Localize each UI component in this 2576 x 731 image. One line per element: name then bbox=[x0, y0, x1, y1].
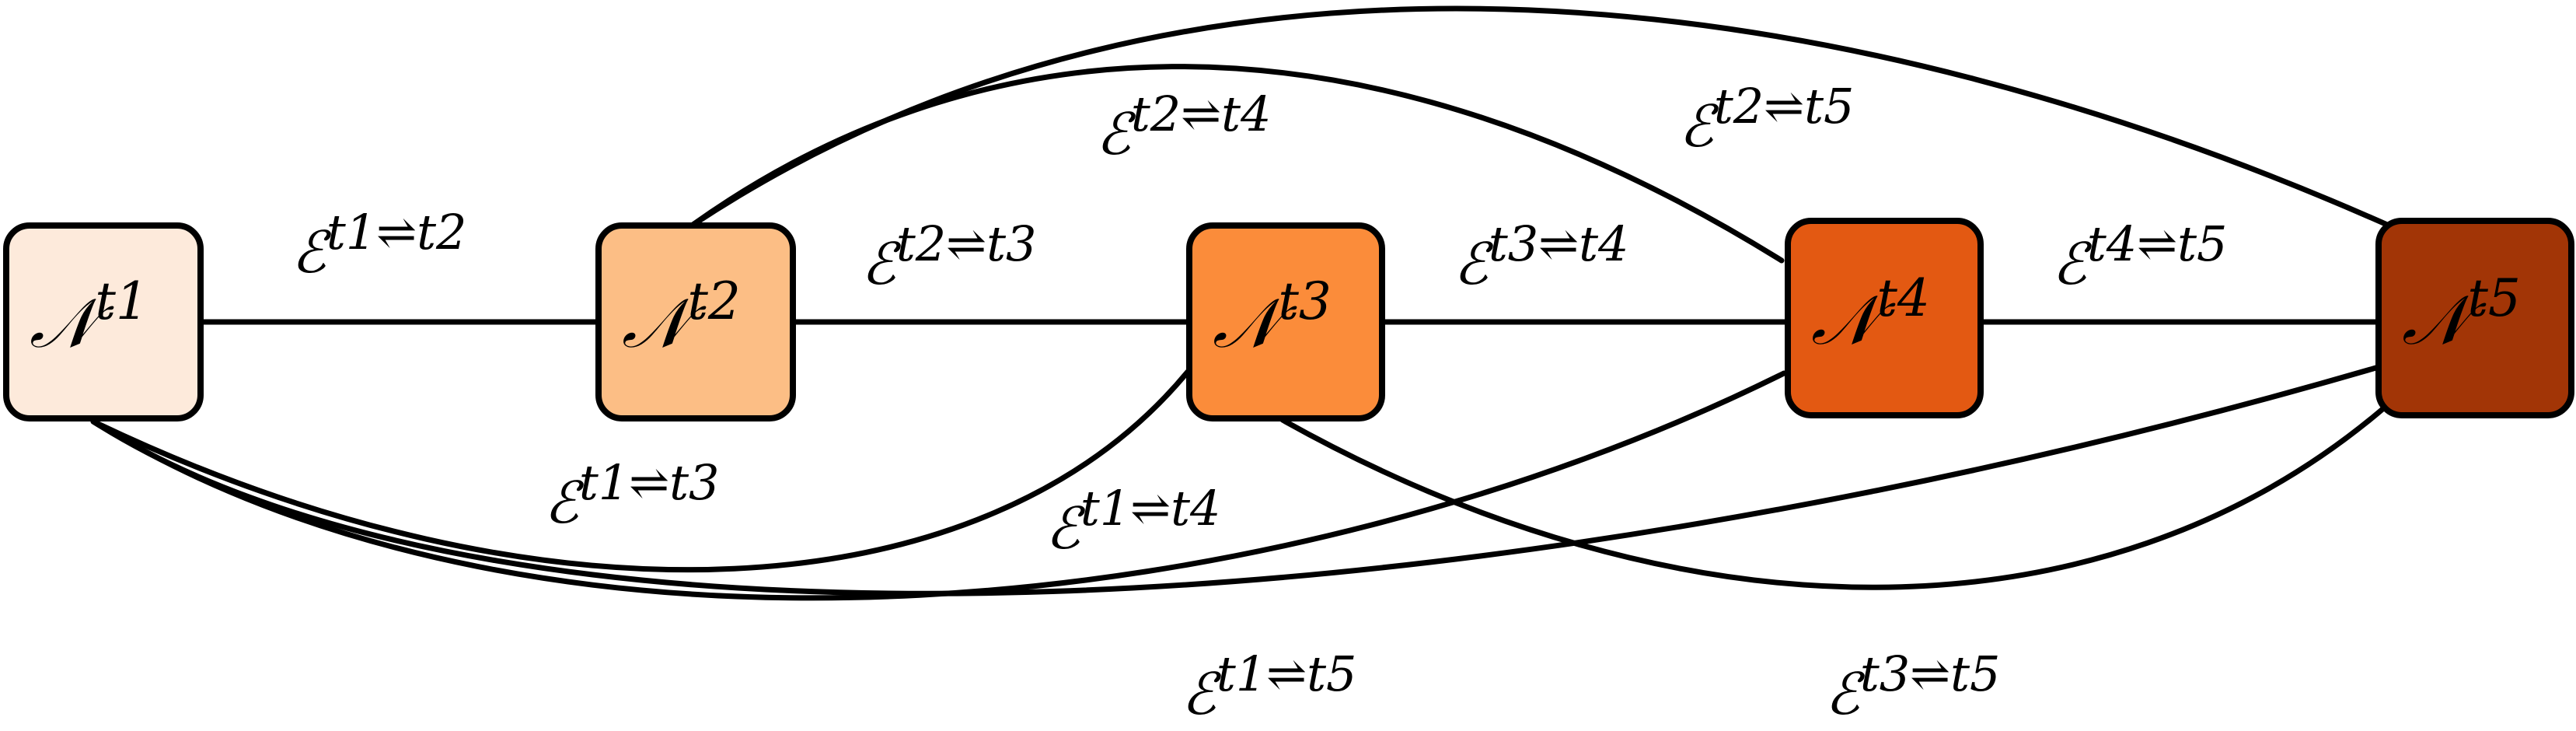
node-t5: 𝒩t5 bbox=[2375, 218, 2574, 418]
edge-t1-t5 bbox=[90, 364, 2382, 596]
edge-label-t1-t5: ℰt1⇌t5 bbox=[1182, 645, 1356, 728]
edge-label-t1-t4: ℰt1⇌t4 bbox=[1045, 480, 1220, 562]
edge-t2-t5 bbox=[689, 5, 2397, 231]
node-t3-label: 𝒩t3 bbox=[1213, 271, 1332, 363]
edge-t3-t5 bbox=[1279, 403, 2389, 590]
node-t4-box bbox=[1785, 218, 1984, 418]
node-t4: 𝒩t4 bbox=[1785, 218, 1984, 418]
node-t1-label: 𝒩t1 bbox=[30, 271, 148, 363]
edge-labels: ℰt1⇌t2 ℰt2⇌t3 ℰt3⇌t4 ℰt4⇌t5 ℰt2⇌t4 ℰt2⇌t… bbox=[291, 78, 2227, 728]
edge-t1-t3 bbox=[90, 369, 1191, 573]
node-t2: 𝒩t2 bbox=[595, 222, 796, 421]
edge-label-t2-t4: ℰt2⇌t4 bbox=[1096, 86, 1271, 168]
node-t3-box bbox=[1186, 222, 1385, 421]
node-t1: 𝒩t1 bbox=[3, 222, 204, 421]
edge-label-t1-t2: ℰt1⇌t2 bbox=[291, 204, 466, 286]
edge-label-t1-t3: ℰt1⇌t3 bbox=[544, 454, 719, 537]
node-t2-box bbox=[595, 222, 796, 421]
edge-t1-t4 bbox=[90, 370, 1787, 601]
edges bbox=[90, 5, 2397, 601]
edge-label-t3-t4: ℰt3⇌t4 bbox=[1454, 215, 1628, 298]
node-t1-box bbox=[3, 222, 204, 421]
node-t3: 𝒩t3 bbox=[1186, 222, 1385, 421]
edge-label-t2-t3: ℰt2⇌t3 bbox=[861, 215, 1036, 298]
edge-label-t4-t5: ℰt4⇌t5 bbox=[2052, 215, 2227, 298]
nodes: 𝒩t1 𝒩t2 𝒩t3 𝒩t4 𝒩t5 bbox=[3, 218, 2574, 421]
edge-label-t2-t5: ℰt2⇌t5 bbox=[1679, 78, 1854, 160]
node-t5-box bbox=[2375, 218, 2574, 418]
edge-label-t3-t5: ℰt3⇌t5 bbox=[1825, 645, 2000, 728]
